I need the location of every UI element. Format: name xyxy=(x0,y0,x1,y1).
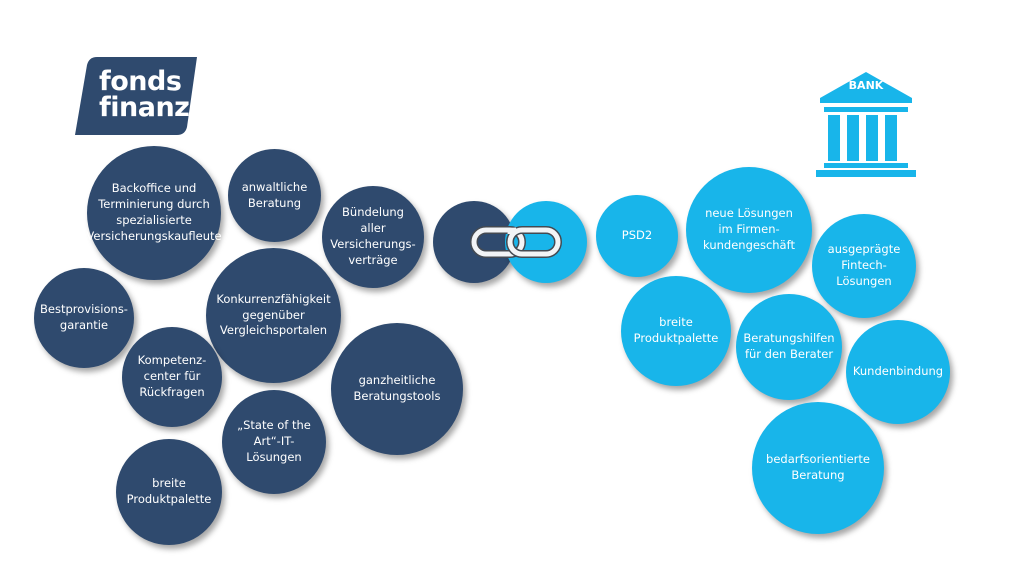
bubble-bedarfsorientierte-beratung-text: bedarfsorientierte Beratung xyxy=(766,452,870,482)
bubble-beratungshilfen-text: Beratungshilfen für den Berater xyxy=(743,331,835,361)
bubble-ganzheitliche-beratungstools-text: ganzheitliche Beratungstools xyxy=(353,373,441,403)
bubble-breite-produktpalette-left-text: breite Produktpalette xyxy=(126,476,212,506)
bubble-state-of-the-art: „State of the Art“-IT-Lösungen xyxy=(222,390,326,494)
bubble-state-of-the-art-text: „State of the Art“-IT-Lösungen xyxy=(237,418,311,464)
bubble-anwaltliche-beratung-text: anwaltliche Beratung xyxy=(241,179,308,210)
bank-icon: BANK xyxy=(812,70,920,182)
bubble-neue-loesungen-text: neue Lösungen im Firmen- kundengeschäft xyxy=(703,206,795,252)
bubble-buendelung: Bündelung aller Versicherungs- verträge xyxy=(322,186,424,288)
logo-word-fonds: fonds xyxy=(99,66,182,97)
bank-label: BANK xyxy=(848,79,884,92)
bubble-buendelung-text: Bündelung aller Versicherungs- verträge xyxy=(330,205,416,267)
bubble-kundenbindung: Kundenbindung xyxy=(846,320,950,424)
bubble-kompetenzcenter: Kompetenz- center für Rückfragen xyxy=(122,327,222,427)
bubble-ganzheitliche-beratungstools: ganzheitliche Beratungstools xyxy=(331,323,463,455)
bubble-psd2: PSD2 xyxy=(596,195,678,277)
bubble-psd2-text: PSD2 xyxy=(621,228,653,243)
bubble-beratungshilfen: Beratungshilfen für den Berater xyxy=(736,294,842,400)
logo-word-finanz: finanz xyxy=(99,92,190,123)
bubble-konkurrenzfaehigkeit-text: Konkurrenzfähigkeit gegenüber Vergleichs… xyxy=(216,291,331,338)
bubble-bestprovisionsgarantie: Bestprovisions- garantie xyxy=(34,268,134,368)
bubble-neue-loesungen: neue Lösungen im Firmen- kundengeschäft xyxy=(686,167,812,293)
chain-link-icon xyxy=(470,226,562,258)
bubble-fintech-loesungen: ausgeprägte Fintech- Lösungen xyxy=(812,214,916,318)
bubble-backoffice: Backoffice und Terminierung durch spezia… xyxy=(86,146,222,280)
bubble-bestprovisionsgarantie-text: Bestprovisions- garantie xyxy=(40,302,128,332)
bubble-fintech-loesungen-text: ausgeprägte Fintech- Lösungen xyxy=(827,242,901,288)
bubble-breite-produktpalette-right-text: breite Produktpalette xyxy=(633,315,719,345)
bubble-kompetenzcenter-text: Kompetenz- center für Rückfragen xyxy=(137,353,207,399)
bubble-breite-produktpalette-left: breite Produktpalette xyxy=(116,439,222,545)
bubble-konkurrenzfaehigkeit: Konkurrenzfähigkeit gegenüber Vergleichs… xyxy=(206,248,341,383)
bubble-bedarfsorientierte-beratung: bedarfsorientierte Beratung xyxy=(752,402,884,534)
bubble-kundenbindung-text: Kundenbindung xyxy=(852,364,944,379)
bubble-anwaltliche-beratung: anwaltliche Beratung xyxy=(228,149,321,242)
fondsfinanz-logo: fonds finanz xyxy=(73,55,201,139)
bubble-breite-produktpalette-right: breite Produktpalette xyxy=(621,276,731,386)
bubble-backoffice-text: Backoffice und Terminierung durch spezia… xyxy=(86,181,222,243)
